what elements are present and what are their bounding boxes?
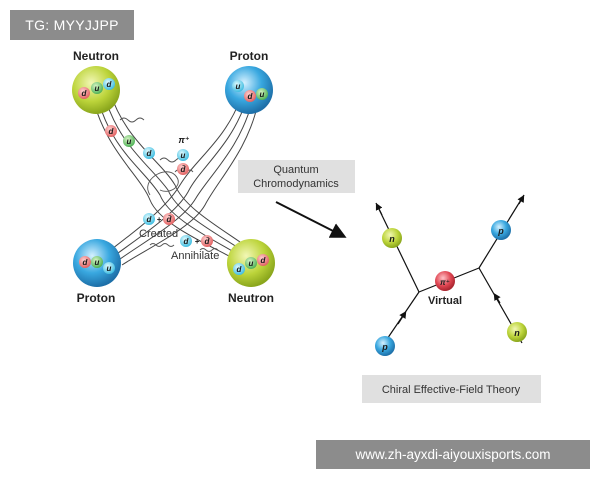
quark-d	[233, 263, 245, 275]
arrow-icon	[493, 292, 501, 304]
proton-label: Proton	[230, 49, 269, 63]
quark-label: d	[237, 265, 243, 274]
quark-label: d̄	[167, 215, 173, 224]
quark-d-bar	[177, 163, 189, 175]
quark-label: d	[248, 92, 254, 101]
arrow-icon	[275, 201, 347, 238]
quark-label: d̄	[205, 237, 211, 246]
propagator-n-out	[375, 202, 420, 293]
neutron-bottom-right: d u d Neutron	[227, 239, 275, 305]
particle-label: n	[514, 328, 520, 338]
travelling-quarks: d u d	[105, 125, 155, 159]
neutron-particle	[507, 322, 527, 342]
proton-particle	[491, 220, 511, 240]
created-label: Created	[139, 228, 178, 240]
proton-label: Proton	[77, 291, 116, 305]
pion-label: π⁺	[178, 135, 189, 145]
quark-label: u	[127, 137, 132, 146]
quark-d	[78, 87, 90, 99]
qcd-label-line1: Quantum	[273, 164, 318, 176]
annihilate-pair: d + d̄ Annihilate	[171, 235, 219, 262]
neutron-label: Neutron	[73, 49, 119, 63]
quark-u	[245, 257, 257, 269]
proton-particle	[375, 336, 395, 356]
particle-label: p	[497, 226, 504, 236]
quark-u	[256, 88, 268, 100]
quark-label: u	[249, 259, 254, 268]
pion-particle	[435, 271, 455, 291]
quark-d	[257, 254, 269, 266]
proton-top-right: Proton u d u	[225, 49, 273, 114]
watermark-url: www.zh-ayxdi-aiyouxisports.com	[316, 440, 590, 469]
quark-u	[103, 262, 115, 274]
particle-label: p	[381, 342, 388, 352]
chiral-eft-label: Chiral Effective-Field Theory	[382, 384, 521, 396]
quark-label: d	[107, 80, 113, 89]
created-pair: d + d̄ Created	[139, 213, 178, 240]
neutron-label: Neutron	[228, 291, 274, 305]
feynman-diagram: n p p n π⁺ Virtual	[375, 194, 527, 356]
quark-label: d	[82, 89, 88, 98]
quark-u	[91, 82, 103, 94]
arrow-icon	[517, 194, 525, 205]
quark-label: u	[95, 84, 100, 93]
quark-label: u	[95, 258, 100, 267]
particle-label: π⁺	[440, 278, 450, 287]
quark-label: d	[184, 237, 190, 246]
quark-d	[180, 235, 192, 247]
proton-sphere	[225, 66, 273, 114]
quark-label: d	[261, 256, 267, 265]
quark-label: d̄	[181, 165, 187, 174]
quark-d	[143, 147, 155, 159]
quark-d	[79, 256, 91, 268]
quark-d	[143, 213, 155, 225]
chiral-eft-label-box: Chiral Effective-Field Theory	[362, 375, 541, 403]
particle-label: n	[389, 234, 395, 244]
quark-d	[103, 78, 115, 90]
qcd-label-line2: Chromodynamics	[253, 178, 339, 190]
qcd-label-box: Quantum Chromodynamics	[238, 160, 355, 193]
quark-label: d	[83, 258, 89, 267]
arrow-icon	[375, 202, 383, 216]
quark-d	[244, 90, 256, 102]
pion-exchange: π⁺ u d̄	[177, 135, 190, 175]
quark-label: d	[109, 127, 115, 136]
quark-label: d	[147, 215, 153, 224]
gluon-lines	[119, 117, 219, 252]
plus-sign: +	[157, 215, 162, 224]
quark-u	[232, 80, 244, 92]
quark-d-bar	[163, 213, 175, 225]
flow-arrows	[375, 194, 525, 325]
gluon-swirl	[147, 171, 179, 196]
watermark-badge: TG: MYYJJPP	[10, 10, 134, 40]
quark-u	[91, 256, 103, 268]
neutron-top-left: Neutron d u d	[72, 49, 120, 114]
arrow-icon	[397, 310, 407, 325]
virtual-label: Virtual	[428, 295, 462, 307]
quark-label: u	[260, 90, 265, 99]
feynman-lines	[375, 194, 525, 346]
quark-u	[177, 149, 189, 161]
neutron-particle	[382, 228, 402, 248]
quark-u	[123, 135, 135, 147]
chiral-eft-box-bg	[362, 375, 541, 403]
quark-label: u	[181, 151, 186, 160]
qcd-box-bg	[238, 160, 355, 193]
quark-label: d	[147, 149, 153, 158]
quark-label: u	[236, 82, 241, 91]
proton-bottom-left: d u u Proton	[73, 239, 121, 305]
annihilate-label: Annihilate	[171, 250, 219, 262]
plus-sign: +	[195, 237, 200, 246]
quark-d-bar	[201, 235, 213, 247]
quark-line-bundle-right	[103, 99, 259, 266]
quark-d	[105, 125, 117, 137]
quark-label: u	[107, 264, 112, 273]
